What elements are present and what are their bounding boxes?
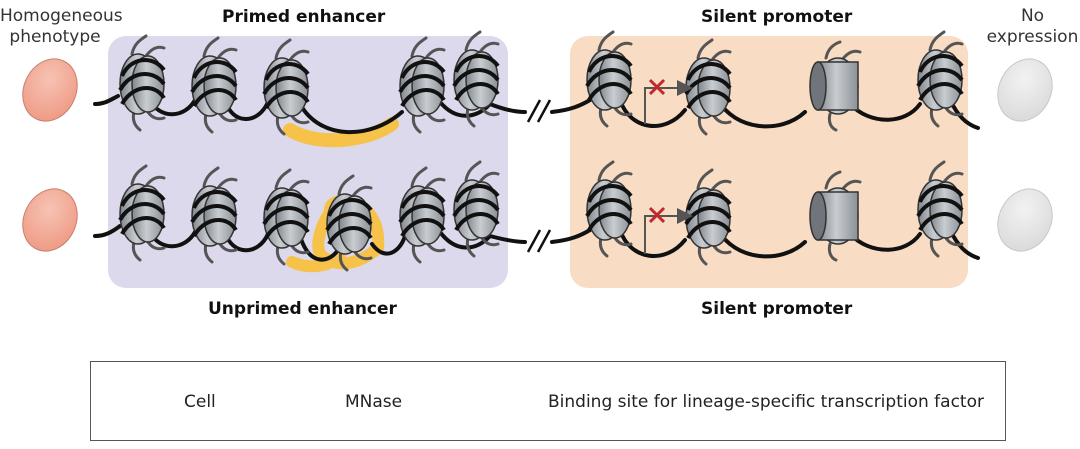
repressed-mark-top — [648, 78, 666, 96]
break-symbol-top — [526, 99, 552, 123]
dna-strand-bottom-left — [93, 224, 527, 262]
dna-strand-top-left — [93, 94, 527, 134]
unprimed-enhancer-title: Unprimed enhancer — [208, 299, 397, 319]
homogeneous-label: Homogeneous phenotype — [0, 6, 123, 48]
silent-promoter-title-top: Silent promoter — [701, 7, 853, 27]
legend-binding-site-label: Binding site for lineage-specific transc… — [548, 392, 984, 412]
legend-cell-label: Cell — [184, 392, 216, 412]
cell-top-left — [22, 58, 78, 122]
homogeneous-label-line1: Homogeneous — [0, 6, 123, 26]
cell-bottom-left — [22, 188, 78, 252]
tss-arrow-bottom — [644, 208, 693, 254]
homogeneous-label-line2: phenotype — [9, 27, 101, 47]
chromatin-top-row — [93, 30, 980, 148]
tss-arrow-top — [644, 80, 693, 124]
no-expression-label-line2: expression — [986, 27, 1079, 47]
silent-promoter-title-bottom: Silent promoter — [701, 299, 853, 319]
binding-site-highlight-top — [283, 117, 399, 148]
break-symbol-bottom — [526, 229, 552, 253]
dna-strand-bottom-right — [550, 228, 980, 260]
no-expression-label: No expression — [985, 6, 1080, 48]
legend-box — [90, 361, 1006, 441]
dna-strand-top-right — [550, 98, 980, 130]
legend-mnase-label: MNase — [345, 392, 403, 412]
chromatin-bottom-row — [93, 160, 980, 273]
promoter-panel — [570, 36, 968, 288]
no-expression-label-line1: No — [1020, 6, 1045, 26]
repressed-mark-bottom — [648, 206, 666, 224]
no-expression-cell-bottom — [997, 188, 1053, 252]
no-expression-cell-top — [997, 58, 1053, 122]
primed-enhancer-title: Primed enhancer — [222, 7, 386, 27]
